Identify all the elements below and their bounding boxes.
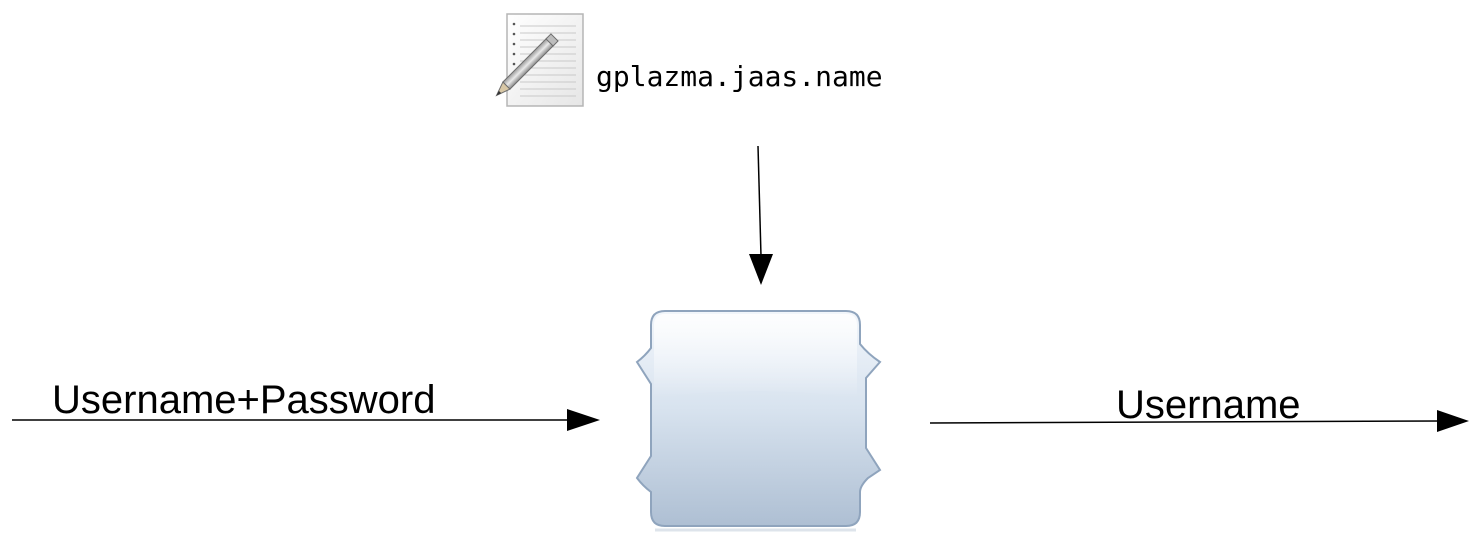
input-label: Username+Password — [52, 378, 436, 422]
config-file-name: gplazma.jaas.name — [596, 60, 883, 93]
text-document-icon — [495, 13, 584, 107]
input-arrow — [12, 409, 600, 431]
output-label: Username — [1116, 383, 1301, 427]
plugin-module-icon — [635, 310, 882, 532]
output-arrow — [929, 410, 1469, 432]
config-to-plugin-arrow — [749, 145, 773, 285]
